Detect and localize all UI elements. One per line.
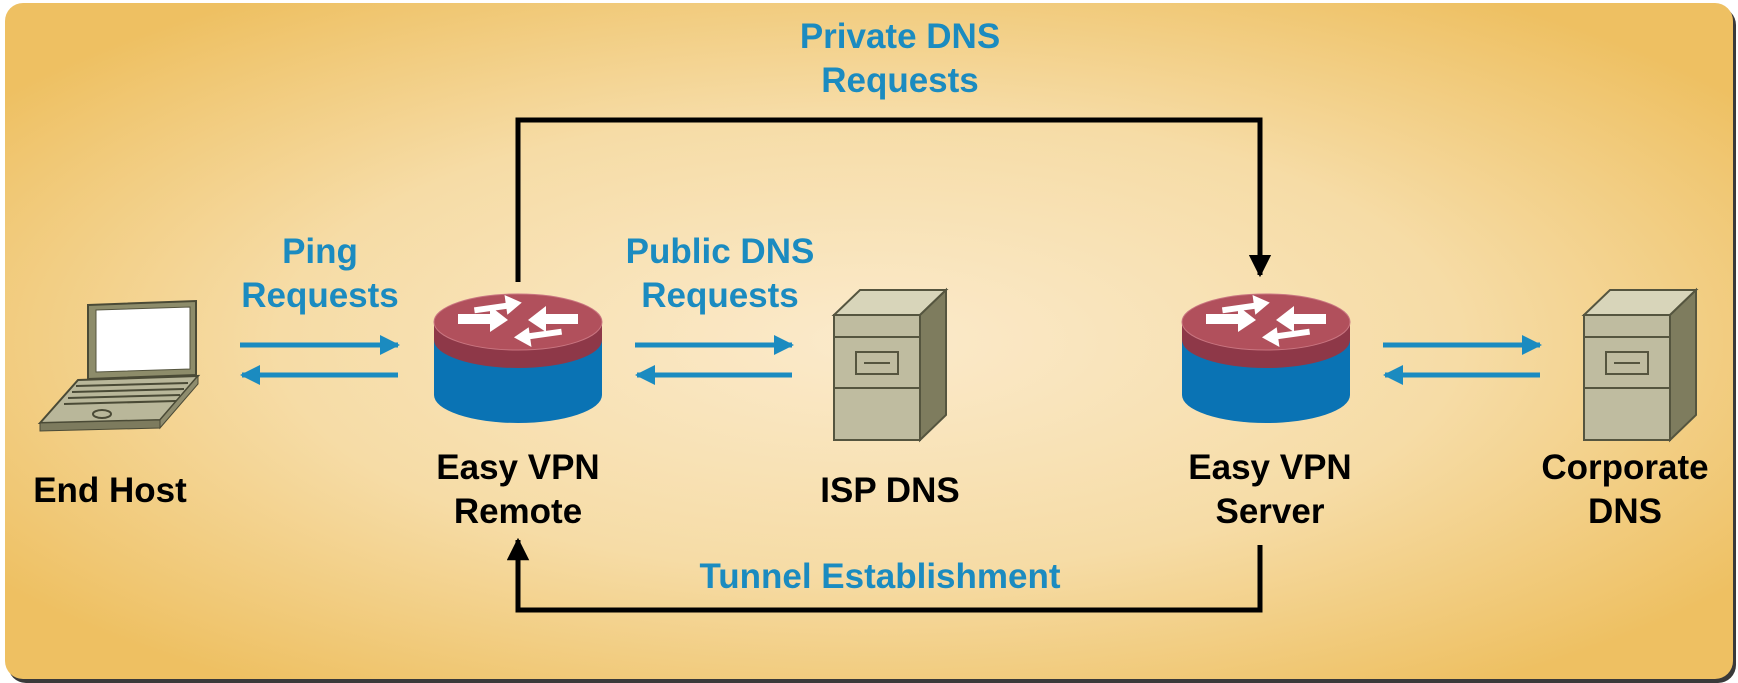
vpn-remote-label: Easy VPN Remote [408, 446, 628, 534]
isp-dns-label: ISP DNS [780, 469, 1000, 513]
router-icon-remote [433, 293, 603, 423]
laptop-icon [37, 299, 201, 432]
ping-label-line-1: Ping [282, 232, 358, 271]
vpn-remote-label-line-1: Easy VPN [436, 448, 600, 487]
vpn-server-label-line-1: Easy VPN [1188, 448, 1352, 487]
server-icon-isp [831, 287, 949, 443]
private-dns-label: Private DNS Requests [740, 15, 1060, 103]
tunnel-label: Tunnel Establishment [660, 555, 1100, 599]
end-host-label: End Host [10, 469, 210, 513]
vpn-server-label-line-2: Server [1215, 492, 1325, 531]
public-dns-label-line-2: Requests [641, 276, 799, 315]
private-dns-label-line-2: Requests [821, 61, 979, 100]
corporate-dns-label-line-1: Corporate [1541, 448, 1709, 487]
tunnel-label-line-1: Tunnel Establishment [699, 557, 1061, 596]
tunnel-path [506, 537, 1263, 613]
private-dns-path [515, 117, 1272, 282]
end-host-label-line-1: End Host [33, 471, 187, 510]
ping-label: Ping Requests [210, 230, 430, 318]
public-dns-label-line-1: Public DNS [625, 232, 815, 271]
corporate-dns-arrows [1383, 335, 1542, 385]
private-dns-label-line-1: Private DNS [799, 17, 1001, 56]
vpn-server-label: Easy VPN Server [1160, 446, 1380, 534]
public-dns-arrows [635, 335, 794, 385]
isp-dns-label-line-1: ISP DNS [820, 471, 960, 510]
server-icon-corporate [1581, 287, 1699, 443]
vpn-remote-label-line-2: Remote [453, 492, 583, 531]
corporate-dns-label: Corporate DNS [1520, 446, 1730, 534]
router-icon-server [1181, 293, 1351, 423]
ping-arrows [240, 335, 400, 385]
public-dns-label: Public DNS Requests [600, 230, 840, 318]
corporate-dns-label-line-2: DNS [1588, 492, 1662, 531]
ping-label-line-2: Requests [241, 276, 399, 315]
